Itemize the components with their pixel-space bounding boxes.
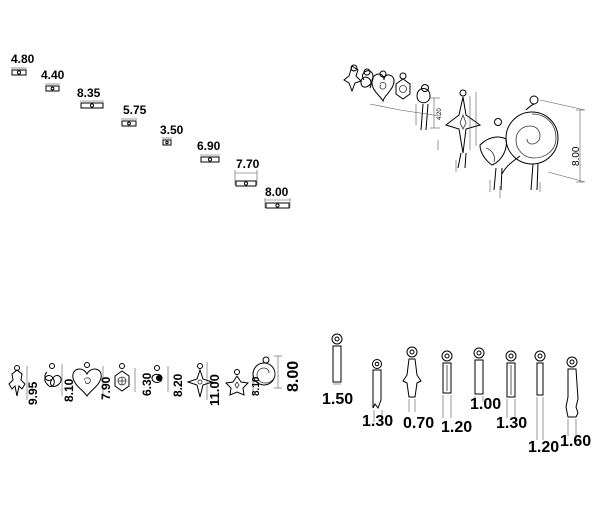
front-arrow-drawing <box>9 366 27 401</box>
front-flower-drawing <box>115 364 135 393</box>
thickness-label-5: 1.00 <box>470 396 502 413</box>
width-label-3: 8.35 <box>77 86 101 100</box>
bail-1-drawing <box>11 68 27 75</box>
thickness-label-6: 1.30 <box>496 415 528 432</box>
height-dimension-drawing <box>540 100 585 182</box>
charm-infinity-drawing <box>361 69 373 88</box>
bail-5-drawing <box>162 138 172 145</box>
side-view-6-drawing <box>506 351 516 418</box>
charm-spiral-drawing <box>502 96 558 190</box>
thickness-label-7: 1.20 <box>528 439 560 456</box>
thickness-label-2: 1.30 <box>362 413 394 430</box>
width-label-4: 5.75 <box>123 103 147 117</box>
charm-arrow-drawing <box>344 65 361 91</box>
bail-6-drawing <box>200 155 220 162</box>
width-label-7: 7.70 <box>236 157 260 171</box>
front-dot-drawing <box>152 366 168 393</box>
base-leader-lines <box>370 104 540 198</box>
front-star-drawing <box>188 362 212 400</box>
front-infinity-drawing <box>45 364 62 397</box>
charm-star-drawing <box>446 90 480 168</box>
side-view-4-drawing <box>442 351 452 418</box>
width-label-8: 8.00 <box>265 185 289 199</box>
thickness-label-8: 1.60 <box>560 433 592 450</box>
side-view-8-drawing <box>566 357 578 436</box>
thickness-label-3: 0.70 <box>403 415 435 432</box>
small-dimension-drawing <box>430 98 440 128</box>
charm-heart-drawing <box>372 71 394 101</box>
front-spiral-drawing <box>253 356 282 388</box>
thickness-label-4: 1.20 <box>441 419 473 436</box>
bail-8-drawing <box>265 198 290 208</box>
width-label-5: 3.50 <box>160 123 184 137</box>
thickness-label-1: 1.50 <box>322 391 354 408</box>
bail-width-drawings <box>0 0 300 250</box>
side-view-2-drawing <box>373 360 383 423</box>
perspective-drawing <box>0 0 600 250</box>
side-view-5-drawing <box>474 348 484 402</box>
width-label-2: 4.40 <box>41 68 65 82</box>
charm-flower-drawing <box>396 73 410 99</box>
side-view-drawings <box>0 0 600 470</box>
bail-7-drawing <box>235 170 257 186</box>
side-view-7-drawing <box>535 351 545 440</box>
front-view-drawings <box>0 0 300 420</box>
charm-leaf-drawing <box>480 119 506 191</box>
side-view-1-drawing <box>332 334 342 384</box>
side-view-3-drawing <box>403 347 421 412</box>
width-label-1: 4.80 <box>11 52 35 66</box>
bail-3-drawing <box>80 101 104 108</box>
bail-4-drawing <box>121 119 137 126</box>
width-label-6: 6.90 <box>197 139 221 153</box>
front-heart-drawing <box>73 363 103 399</box>
charm-dot-drawing <box>416 85 430 131</box>
bail-2-drawing <box>45 84 60 91</box>
